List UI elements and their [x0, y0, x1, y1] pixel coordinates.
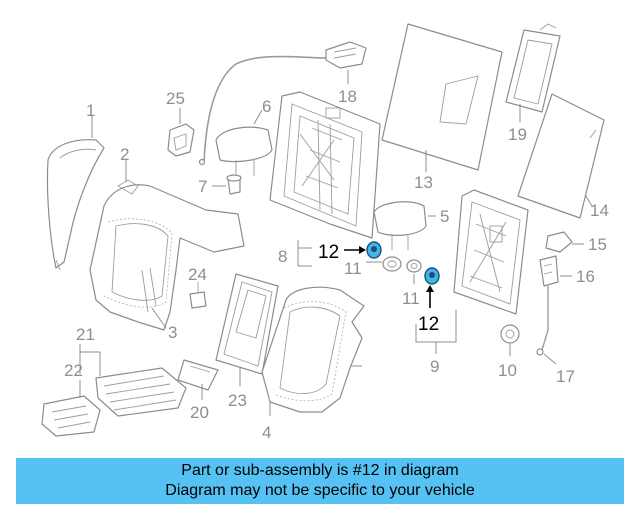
part-24-fastener	[189, 282, 207, 309]
label-22: 22	[64, 361, 83, 380]
part-10-cap	[500, 324, 520, 344]
part-13-back-panel	[381, 23, 503, 171]
part-7-clip	[226, 174, 242, 195]
part-6-headrest	[215, 126, 273, 176]
part-20-pad	[177, 359, 219, 391]
part-21-cushion	[95, 367, 187, 417]
leader-9	[415, 310, 457, 354]
part-23-cushion-frame	[215, 273, 279, 375]
label-18: 18	[338, 87, 357, 106]
label-17: 17	[556, 367, 575, 386]
label-11b: 11	[402, 289, 420, 308]
banner-line-2: Diagram may not be specific to your vehi…	[165, 482, 475, 499]
seat-back-frame-center	[269, 91, 381, 239]
label-23: 23	[228, 391, 247, 410]
banner-line-1: Part or sub-assembly is #12 in diagram	[181, 462, 459, 479]
label-7: 7	[198, 177, 207, 196]
leader-14	[585, 195, 593, 207]
label-14: 14	[590, 201, 609, 220]
label-8: 8	[278, 247, 287, 266]
label-12a: 12	[318, 242, 339, 263]
label-4: 4	[262, 423, 271, 442]
label-16: 16	[576, 267, 595, 286]
label-2a: 2	[120, 145, 129, 164]
label-3: 3	[168, 323, 177, 342]
seat-back-frame-right	[453, 189, 529, 315]
label-24: 24	[188, 265, 207, 284]
label-1: 1	[86, 101, 95, 120]
part-11-bushing-left	[382, 256, 402, 272]
label-12b: 12	[418, 314, 439, 335]
label-10: 10	[498, 361, 517, 380]
label-19: 19	[508, 125, 527, 144]
label-21: 21	[76, 325, 95, 344]
part-12-highlighted-right	[424, 267, 440, 285]
info-banner: Part or sub-assembly is #12 in diagram D…	[16, 458, 624, 504]
part-1-side-bolster	[46, 139, 105, 271]
label-9: 9	[430, 357, 439, 376]
part-25-bracket	[167, 123, 195, 157]
label-25: 25	[166, 89, 185, 108]
part-2-seat-back-cushion-left	[89, 179, 245, 331]
part-22-base	[41, 395, 101, 437]
part-15-bracket	[545, 231, 573, 253]
part-19-frame	[505, 23, 561, 113]
label-5: 5	[440, 207, 449, 226]
part-17-cable	[536, 286, 549, 356]
leader-8	[297, 240, 312, 267]
leader-21	[79, 344, 101, 376]
leader-6	[253, 109, 263, 125]
leader-17	[543, 353, 557, 365]
label-15: 15	[588, 235, 607, 254]
part-5-headrest	[373, 201, 427, 250]
part-2-seat-back-cushion-right	[261, 286, 365, 413]
part-14-rear-panel	[517, 93, 605, 219]
part-16-latch	[539, 255, 559, 287]
part-18-cable	[198, 41, 367, 166]
part-11-bushing-right	[406, 259, 422, 273]
label-13: 13	[414, 173, 433, 192]
leader-3	[151, 307, 167, 329]
label-11a: 11	[344, 259, 362, 278]
part-12-highlighted-left	[366, 241, 382, 259]
label-6: 6	[262, 97, 271, 116]
label-20: 20	[190, 403, 209, 422]
